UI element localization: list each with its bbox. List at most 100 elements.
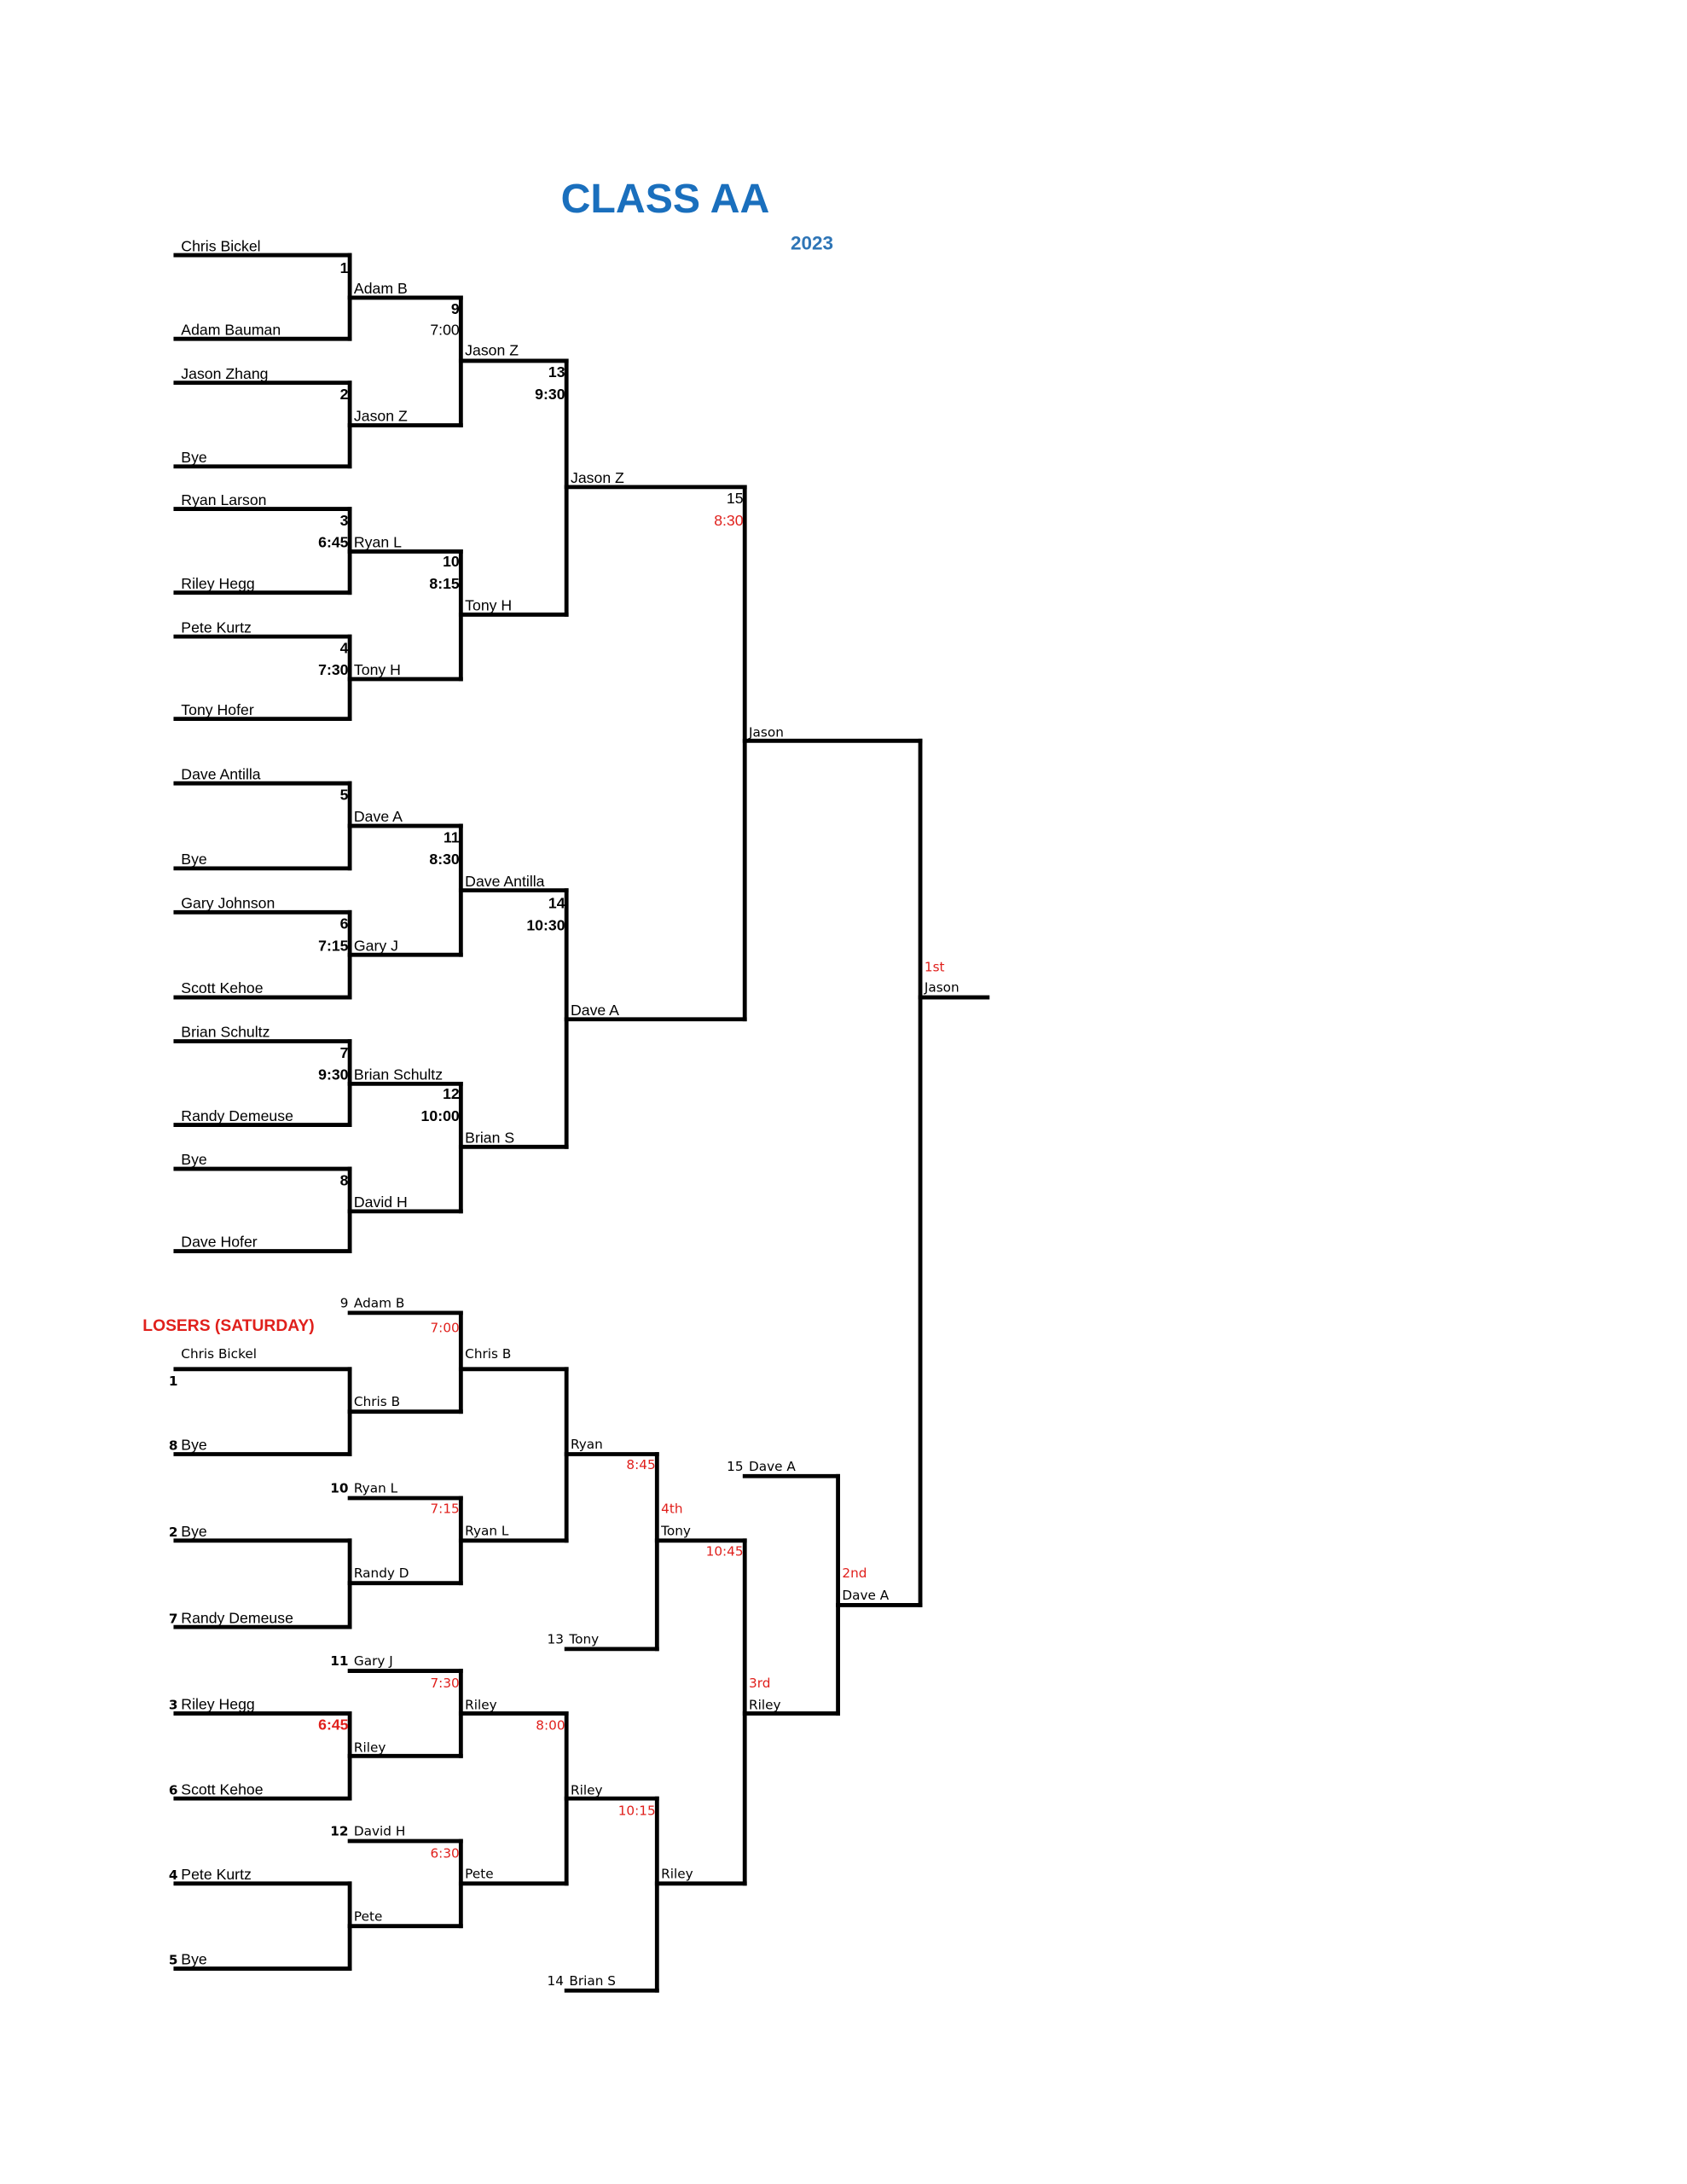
player-name: Bye xyxy=(181,1151,207,1168)
drop-in-seed: 10 xyxy=(330,1481,348,1496)
game-time: 7:00 xyxy=(430,321,460,338)
loser-r2-winner: Riley xyxy=(465,1698,497,1713)
player-name: Ryan Larson xyxy=(181,491,266,508)
loser-r3-winner: Riley xyxy=(571,1782,603,1798)
game-number: 5 xyxy=(340,786,349,803)
drop-in-seed: 11 xyxy=(330,1653,348,1669)
drop-in-seed: 15 xyxy=(727,1459,743,1474)
loser-player-name: Bye xyxy=(181,1523,207,1540)
third-place-name: Riley xyxy=(749,1698,781,1713)
loser-player-name: Bye xyxy=(181,1437,207,1454)
player-name: Bye xyxy=(181,851,207,868)
player-name: Chris Bickel xyxy=(181,237,260,254)
player-name: Gary Johnson xyxy=(181,895,275,912)
round2-winner: Gary J xyxy=(354,937,398,954)
loser-seed: 7 xyxy=(169,1611,178,1626)
player-name: Jason Zhang xyxy=(181,365,268,382)
loser-r1-winner: Riley xyxy=(354,1740,386,1755)
loser-seed: 3 xyxy=(169,1698,178,1713)
bracket-lines xyxy=(173,253,990,1993)
game-number: 4 xyxy=(340,639,349,656)
round2-winner: Ryan L xyxy=(354,534,402,551)
loser-seed: 4 xyxy=(169,1867,178,1883)
game-time: 8:30 xyxy=(429,851,460,868)
game-number: 3 xyxy=(340,512,349,529)
player-name: Tony Hofer xyxy=(181,701,254,718)
page-title: CLASS AA xyxy=(561,176,770,222)
player-name: Bye xyxy=(181,449,207,466)
game-time: 8:45 xyxy=(626,1457,655,1472)
game-number: 6 xyxy=(340,915,349,932)
game-number: 2 xyxy=(340,386,349,403)
drop-in-name: Ryan L xyxy=(354,1481,398,1496)
player-name: Brian Schultz xyxy=(181,1024,270,1041)
round3-winner: Jason Z xyxy=(465,341,519,358)
game-time: 6:45 xyxy=(318,534,349,551)
game-number: 12 xyxy=(443,1085,460,1102)
game-time: 10:45 xyxy=(706,1544,744,1560)
loser-r2-winner: Ryan L xyxy=(465,1523,509,1538)
drop-in-name: Dave A xyxy=(749,1459,796,1474)
finalist-name: Jason xyxy=(748,725,784,741)
loser-seed: 1 xyxy=(169,1374,178,1389)
drop-in-name: Brian S xyxy=(569,1973,616,1989)
game-time: 10:15 xyxy=(618,1803,656,1818)
loser-player-name: Riley Hegg xyxy=(181,1696,254,1713)
game-time: 7:15 xyxy=(318,937,349,954)
game-number: 7 xyxy=(340,1044,349,1061)
round2-winner: Brian Schultz xyxy=(354,1066,443,1083)
game-time: 7:30 xyxy=(430,1676,459,1691)
round2-winner: Jason Z xyxy=(354,408,408,425)
round2-winner: David H xyxy=(354,1194,408,1211)
player-name: Pete Kurtz xyxy=(181,619,252,636)
game-time: 6:30 xyxy=(430,1845,459,1861)
loser-seed: 5 xyxy=(169,1953,178,1968)
drop-in-name: David H xyxy=(354,1824,405,1839)
year-label: 2023 xyxy=(791,233,833,254)
losers-heading: LOSERS (SATURDAY) xyxy=(142,1317,314,1335)
loser-seed: 6 xyxy=(169,1782,178,1798)
game-time: 7:00 xyxy=(430,1320,459,1335)
loser-player-name: Scott Kehoe xyxy=(181,1780,263,1798)
game-number: 11 xyxy=(443,828,460,845)
loser-r1-winner: Randy D xyxy=(354,1565,409,1581)
player-name: Adam Bauman xyxy=(181,321,281,338)
game-time: 7:15 xyxy=(430,1502,459,1517)
fourth-place-name: Tony xyxy=(660,1523,691,1538)
round2-winner: Adam B xyxy=(354,280,408,297)
loser-player-name: Chris Bickel xyxy=(181,1346,257,1362)
game-number: 10 xyxy=(443,553,460,570)
drop-in-name: Adam B xyxy=(354,1295,404,1310)
game-number: 13 xyxy=(548,363,565,380)
drop-in-seed: 12 xyxy=(330,1824,348,1839)
champion-place: 1st xyxy=(925,959,945,974)
loser-r4-winner: Riley xyxy=(661,1866,693,1881)
loser-r2-winner: Chris B xyxy=(465,1346,511,1362)
loser-seed: 8 xyxy=(169,1438,178,1454)
game-number: 15 xyxy=(727,490,744,507)
game-time: 10:30 xyxy=(526,916,565,933)
game-number: 8 xyxy=(340,1171,349,1188)
loser-player-name: Randy Demeuse xyxy=(181,1609,293,1626)
player-name: Dave Antilla xyxy=(181,765,260,782)
round4-winner: Dave A xyxy=(571,1002,619,1019)
game-time: 8:15 xyxy=(429,575,460,592)
round3-winner: Dave Antilla xyxy=(465,873,544,890)
game-number: 1 xyxy=(340,259,349,276)
game-time: 9:30 xyxy=(535,386,565,403)
game-time: 8:30 xyxy=(714,512,744,529)
second-place-label: 2nd xyxy=(842,1565,867,1581)
loser-seed: 2 xyxy=(169,1525,178,1540)
game-time: 10:00 xyxy=(421,1107,460,1124)
drop-in-seed: 13 xyxy=(548,1631,564,1647)
player-name: Scott Kehoe xyxy=(181,979,263,996)
game-time: 6:45 xyxy=(318,1716,349,1734)
loser-r1-winner: Pete xyxy=(354,1908,382,1924)
player-name: Dave Hofer xyxy=(181,1234,257,1251)
round4-winner: Jason Z xyxy=(571,469,624,486)
player-name: Riley Hegg xyxy=(181,575,254,592)
round2-winner: Tony H xyxy=(354,661,401,678)
loser-r3-winner: Ryan xyxy=(571,1437,603,1452)
